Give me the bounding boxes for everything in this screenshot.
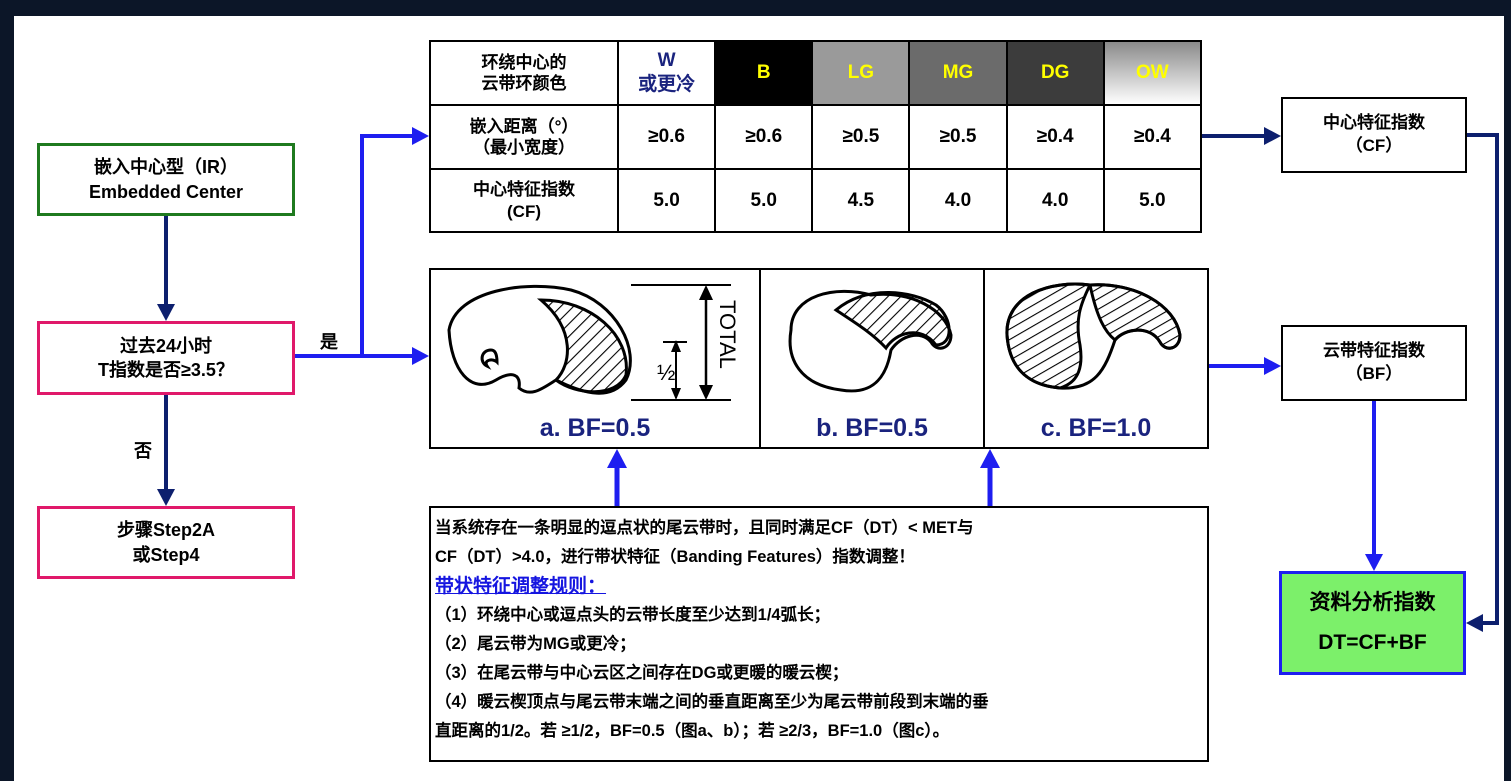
figure-c-caption: c. BF=1.0 [1040, 414, 1152, 442]
rule-2: （2）尾云带为MG或更冷； [435, 635, 636, 653]
row-cf-line2: (CF) [507, 201, 541, 221]
arrow-rules-to-figure-bc [980, 449, 1000, 506]
figure-divider [759, 270, 761, 447]
color-cell-mg: MG [908, 40, 1008, 106]
arrow-cf-to-dt [1466, 133, 1499, 632]
arrow-table-to-cf [1202, 127, 1281, 145]
cf-value-cell: 5.0 [714, 168, 814, 233]
cf-box-line1: 中心特征指数 [1323, 113, 1425, 133]
color-label-lg: LG [847, 62, 875, 84]
color-cell-lg: LG [811, 40, 911, 106]
step-line2: 或Step4 [132, 544, 200, 565]
color-label-b: B [756, 62, 771, 84]
center-feature-table: 环绕中心的 云带环颜色 W 或更冷 B LG MG DG OW 嵌入距离（°） … [429, 40, 1203, 233]
dt-result-box: 资料分析指数 DT=CF+BF [1279, 571, 1466, 675]
rules-intro-line2: CF（DT）>4.0，进行带状特征（Banding Features）指数调整！ [435, 548, 915, 566]
comma-cloud-b-icon [788, 289, 953, 393]
start-node-line2: Embedded Center [88, 181, 244, 202]
bf-index-box: 云带特征指数 （BF） [1281, 325, 1467, 401]
row-distance-line1: 嵌入距离（°） [469, 116, 579, 136]
figure-b: b. BF=0.5 [761, 270, 983, 447]
color-cell-dg: DG [1005, 40, 1105, 106]
rule-1: （1）环绕中心或逗点头的云带长度至少达到1/4弧长； [435, 606, 831, 624]
table-header-cell: 环绕中心的 云带环颜色 [429, 40, 619, 106]
question-node: 过去24小时 T指数是否≥3.5？ [37, 321, 295, 395]
comma-cloud-c-icon [1005, 282, 1182, 390]
bf-box-line1: 云带特征指数 [1323, 341, 1425, 361]
dt-box-line1: 资料分析指数 [1309, 591, 1436, 615]
step-line1: 步骤Step2A [116, 520, 215, 541]
start-node-line1: 嵌入中心型（IR） [94, 157, 238, 178]
rule-3: （3）在尾云带与中心云区之间存在DG或更暖的暖云楔； [435, 664, 849, 682]
cf-value-cell: 4.0 [1005, 168, 1105, 233]
dt-box-line2: DT=CF+BF [1318, 631, 1427, 654]
figure-c: c. BF=1.0 [985, 270, 1207, 447]
cf-value-cell: 5.0 [1102, 168, 1203, 233]
arrow-start-to-question [157, 216, 175, 321]
row-distance-line2: （最小宽度） [473, 138, 575, 157]
distance-cell: ≥0.6 [714, 104, 814, 170]
distance-cell: ≥0.5 [908, 104, 1008, 170]
cf-value-cell: 4.0 [908, 168, 1008, 233]
cf-index-box: 中心特征指数 （CF） [1281, 97, 1467, 173]
no-label: 否 [134, 441, 152, 461]
question-line1: 过去24小时 [119, 335, 213, 356]
color-label-ow: OW [1136, 62, 1169, 84]
cf-value-cell: 5.0 [616, 168, 717, 233]
arrow-yes-to-figures [295, 347, 429, 365]
arrow-yes-to-table [360, 127, 429, 356]
cf-value-cell: 4.5 [811, 168, 911, 233]
color-cell-w: W 或更冷 [616, 40, 717, 106]
half-label: ½ [657, 360, 675, 385]
start-node-embedded-center: 嵌入中心型（IR） Embedded Center [37, 143, 295, 216]
figure-a: ½ TOTAL a. BF=0.5 [431, 270, 759, 447]
arrow-question-to-step [157, 395, 175, 506]
figure-divider [983, 270, 985, 447]
distance-cell: ≥0.6 [616, 104, 717, 170]
distance-cell: ≥0.4 [1102, 104, 1203, 170]
color-cell-ow: OW [1102, 40, 1203, 106]
comma-cloud-a-icon: ½ TOTAL [447, 284, 740, 401]
step2a-node: 步骤Step2A 或Step4 [37, 506, 295, 579]
row-distance-header: 嵌入距离（°） （最小宽度） [429, 104, 619, 170]
banding-rules-box: 当系统存在一条明显的逗点状的尾云带时，且同时满足CF（DT）< MET与 CF（… [429, 506, 1209, 762]
row-cf-header: 中心特征指数 (CF) [429, 168, 619, 233]
yes-label: 是 [320, 332, 338, 352]
arrow-bf-to-dt [1365, 401, 1383, 571]
rules-intro-line1: 当系统存在一条明显的逗点状的尾云带时，且同时满足CF（DT）< MET与 [435, 519, 974, 537]
color-label-w: W [657, 50, 676, 72]
row-cf-line1: 中心特征指数 [473, 180, 575, 200]
color-cell-b: B [714, 40, 814, 106]
color-label-w-sub: 或更冷 [638, 74, 696, 95]
cf-box-line2: （CF） [1345, 136, 1403, 155]
figure-a-caption: a. BF=0.5 [539, 414, 651, 442]
distance-cell: ≥0.4 [1005, 104, 1105, 170]
rule-4-line2: 直距离的1/2。若 ≥1/2，BF=0.5（图a、b）；若 ≥2/3，BF=1.… [435, 722, 950, 740]
arrow-figures-to-bf [1209, 357, 1281, 375]
table-header-line2: 云带环颜色 [481, 74, 567, 93]
total-label: TOTAL [715, 300, 740, 369]
rules-title: 带状特征调整规则： [435, 576, 607, 597]
distance-cell: ≥0.5 [811, 104, 911, 170]
rule-4-line1: （4）暖云楔顶点与尾云带末端之间的垂直距离至少为尾云带前段到末端的垂 [435, 693, 989, 711]
banding-figures-panel: ½ TOTAL a. BF=0.5 b. BF=0.5 [429, 268, 1209, 449]
question-line2: T指数是否≥3.5？ [98, 360, 234, 380]
bf-box-line2: （BF） [1345, 364, 1403, 383]
arrow-rules-to-figure-a [607, 449, 627, 506]
color-label-dg: DG [1040, 62, 1070, 84]
figure-b-caption: b. BF=0.5 [816, 414, 928, 442]
table-header-line1: 环绕中心的 [481, 52, 567, 72]
color-label-mg: MG [942, 62, 974, 84]
